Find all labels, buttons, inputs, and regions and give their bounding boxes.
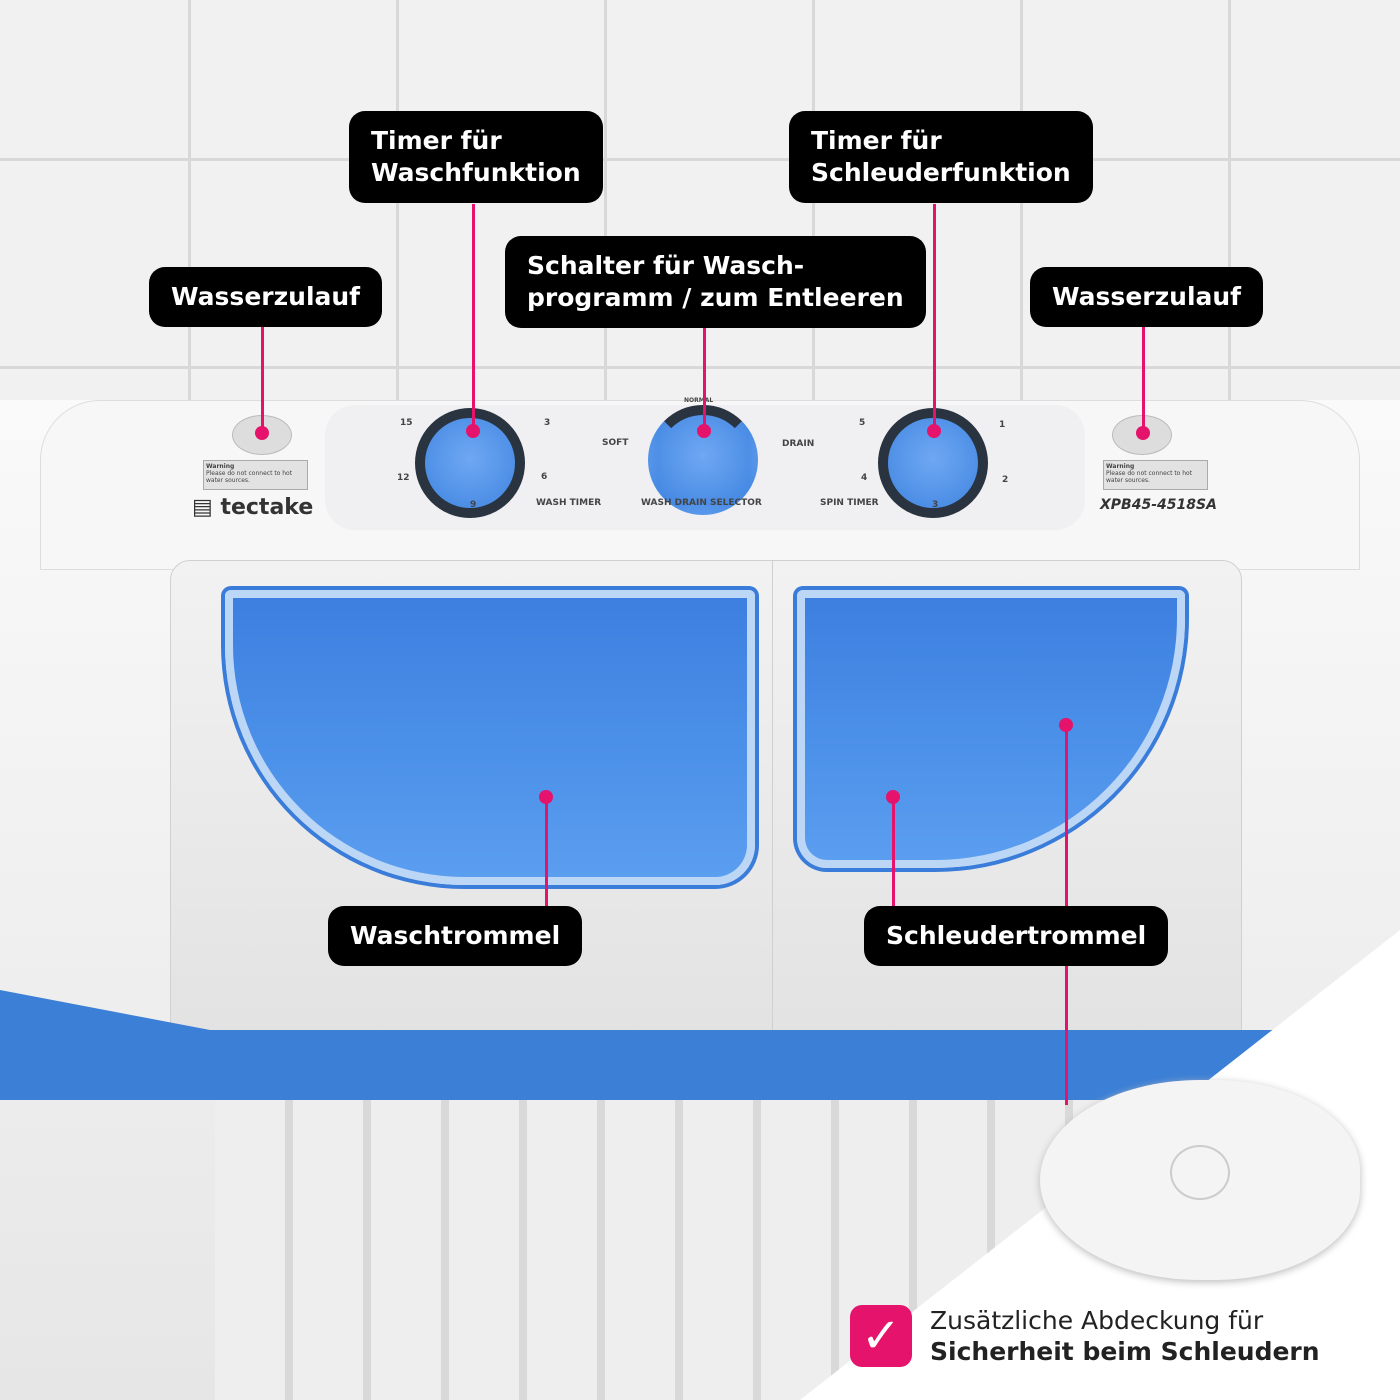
warning-title: Warning — [206, 463, 235, 470]
drain-label: DRAIN — [782, 439, 815, 449]
label-wash-drum: Waschtrommel — [328, 906, 583, 966]
warning-text: Please do not connect to hot water sourc… — [1106, 470, 1193, 484]
tile-wall — [0, 0, 1400, 420]
tick: 1 — [999, 420, 1006, 430]
label-water-inlet-left: Wasserzulauf — [149, 267, 383, 327]
normal-label: NORMAL — [684, 397, 714, 404]
caption-line-2: Sicherheit beim Schleudern — [930, 1337, 1320, 1366]
label-wash-timer: Timer für Waschfunktion — [349, 111, 603, 203]
tick: 9 — [470, 500, 477, 510]
label-water-inlet-right: Wasserzulauf — [1030, 267, 1264, 327]
tick: 3 — [544, 418, 551, 428]
model-number: XPB45-4518SA — [1100, 497, 1217, 513]
tick: 5 — [859, 418, 866, 428]
tick: 3 — [932, 500, 939, 510]
tick: 2 — [1002, 475, 1009, 485]
soft-label: SOFT — [602, 438, 629, 448]
brand-logo: ▤ tectake — [192, 495, 314, 520]
tick: 4 — [861, 473, 868, 483]
tick: 6 — [541, 472, 548, 482]
caption: Zusätzliche Abdeckung für Sicherheit bei… — [930, 1305, 1320, 1367]
label-spin-timer: Timer für Schleuderfunktion — [789, 111, 1093, 203]
selector-label: WASH DRAIN SELECTOR — [641, 498, 762, 508]
caption-line-1: Zusätzliche Abdeckung für — [930, 1306, 1264, 1335]
tick: 15 — [400, 418, 413, 428]
label-spin-drum: Schleudertrommel — [864, 906, 1169, 966]
wash-timer-label: WASH TIMER — [536, 498, 602, 508]
warning-text: Please do not connect to hot water sourc… — [206, 470, 293, 484]
brand-name: tectake — [220, 495, 314, 520]
checkmark-icon: ✓ — [850, 1305, 912, 1367]
spin-timer-knob[interactable] — [878, 408, 988, 518]
spin-cover-center — [1170, 1145, 1230, 1200]
warning-title: Warning — [1106, 463, 1135, 470]
tick: 12 — [397, 473, 410, 483]
label-selector: Schalter für Wasch- programm / zum Entle… — [505, 236, 926, 328]
spin-timer-label: SPIN TIMER — [820, 498, 879, 508]
